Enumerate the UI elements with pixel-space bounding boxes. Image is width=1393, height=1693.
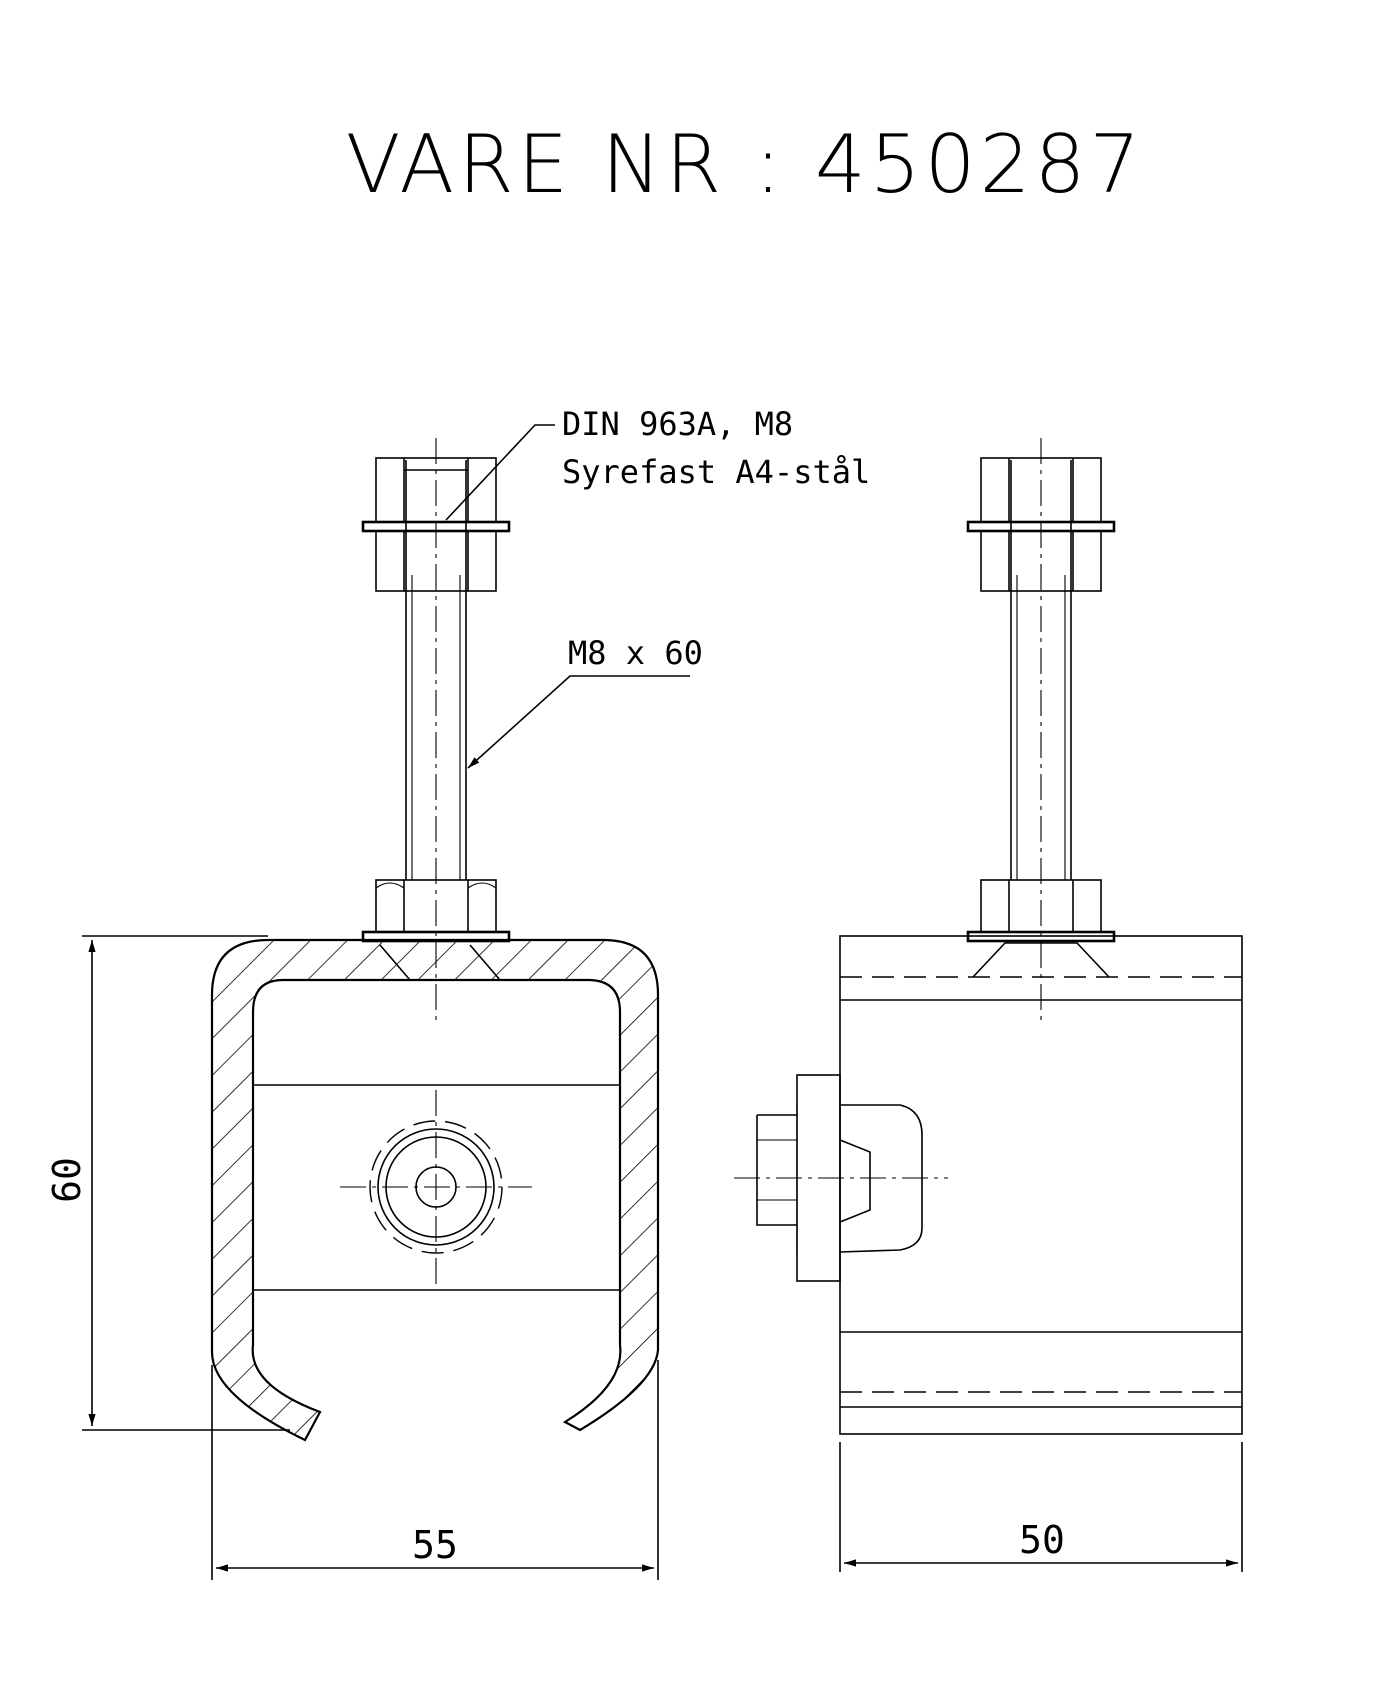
dim-width-front [211, 1360, 659, 1580]
side-body [839, 935, 1243, 1435]
dim-width-side-value: 50 [1019, 1518, 1065, 1562]
nut-circle-outer [377, 1128, 495, 1246]
drawing-title: VARE NR : 450287 [346, 118, 1145, 211]
dim-width-side [839, 1442, 1243, 1572]
dim-width-front-value: 55 [412, 1523, 458, 1567]
countersink-left [379, 944, 455, 981]
front-view [210, 424, 690, 1442]
top-nut-lower [375, 530, 497, 592]
nut-spec-line1: DIN 963A, M8 [562, 405, 793, 443]
dim-height-value: 60 [45, 1157, 89, 1203]
bolt-spec: M8 x 60 [568, 634, 703, 672]
countersink-right [469, 944, 501, 981]
nut-spec-line2: Syrefast A4-stål [562, 453, 870, 491]
side-view [734, 438, 1243, 1435]
dim-height [82, 935, 290, 1431]
channel-section [210, 938, 660, 1442]
leader-bolt-spec [467, 675, 690, 769]
leader-nut-spec [445, 424, 555, 521]
